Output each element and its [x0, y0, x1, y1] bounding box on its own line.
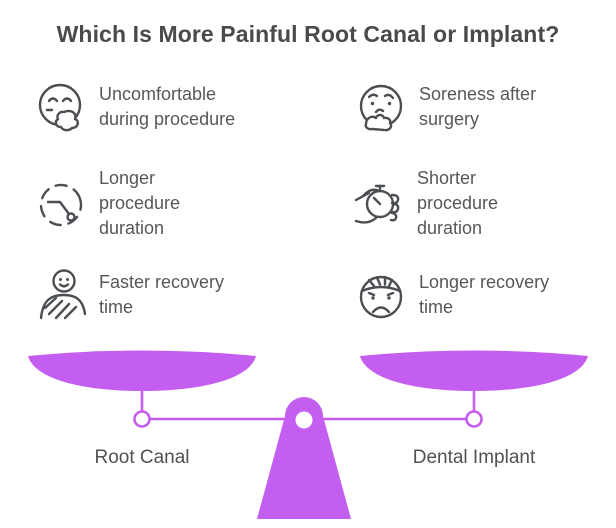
item-label: Longer recovery time: [419, 272, 550, 317]
bandaged-arm-person-icon: [32, 266, 90, 324]
balance-scale: [28, 350, 588, 519]
right-item-3: Longer recovery time: [352, 266, 577, 324]
hand-stopwatch-icon: [350, 175, 408, 233]
left-item-2: Longer procedure duration: [32, 166, 211, 241]
clock-icon: [32, 175, 90, 233]
scale-label-root-canal: Root Canal: [94, 447, 190, 468]
scale-joint-left: [133, 410, 151, 428]
right-item-1: Soreness after surgery: [352, 78, 571, 136]
left-item-3: Faster recovery time: [32, 266, 251, 324]
scale-joint-right: [465, 410, 483, 428]
scale-pivot: [257, 397, 351, 519]
scale-pivot-hole: [295, 411, 313, 429]
swollen-cheek-face-icon: [32, 78, 90, 136]
item-label: Uncomfortable during procedure: [99, 84, 236, 129]
right-item-2: Shorter procedure duration: [350, 166, 529, 241]
left-item-1: Uncomfortable during procedure: [32, 78, 264, 136]
item-label: Longer procedure duration: [99, 168, 181, 238]
head-bandage-sad-face-icon: [352, 266, 410, 324]
sore-face-icon: [352, 78, 410, 136]
item-label: Soreness after surgery: [419, 84, 537, 129]
item-label: Shorter procedure duration: [417, 168, 499, 238]
scale-pan-left: [28, 350, 256, 391]
page-title: Which Is More Painful Root Canal or Impl…: [56, 21, 560, 47]
scale-label-dental-implant: Dental Implant: [412, 447, 536, 468]
scale-pan-right: [360, 350, 588, 391]
item-label: Faster recovery time: [99, 272, 225, 317]
